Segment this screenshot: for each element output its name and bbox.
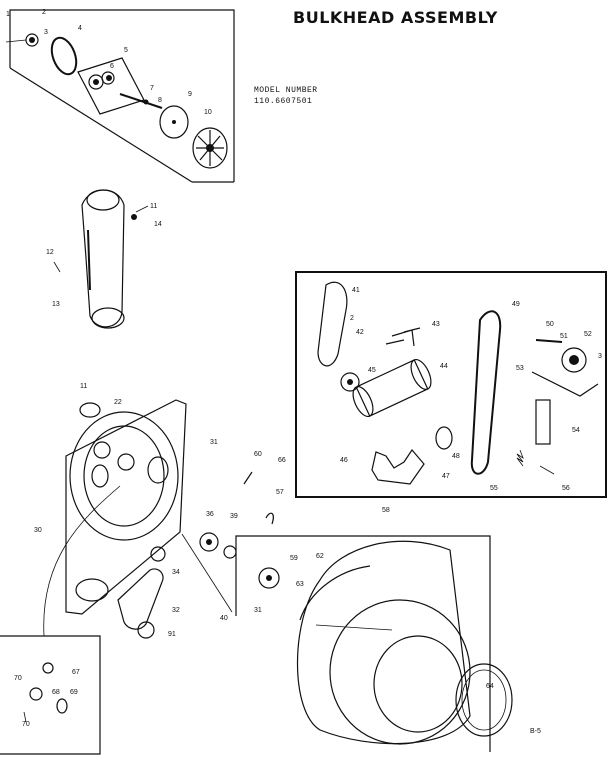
callout-3b: 3 <box>598 353 602 360</box>
callout-12: 12 <box>46 249 54 256</box>
callout-6: 6 <box>110 63 114 70</box>
callout-70a: 70 <box>14 675 22 682</box>
diagram-title: BULKHEAD ASSEMBLY <box>293 8 498 27</box>
callout-59: 59 <box>290 555 298 562</box>
callout-57: 57 <box>276 489 284 496</box>
callout-60: 60 <box>254 451 262 458</box>
callout-31b: 31 <box>254 607 262 614</box>
callout-3: 3 <box>44 29 48 36</box>
callout-31a: 31 <box>210 439 218 446</box>
wire-lead <box>43 485 121 637</box>
callout-4: 4 <box>78 25 82 32</box>
exhaust-duct <box>53 189 149 329</box>
callout-62: 62 <box>316 553 324 560</box>
front-bulkhead <box>65 399 187 639</box>
callout-56: 56 <box>562 485 570 492</box>
callout-7: 7 <box>150 85 154 92</box>
blower-parts <box>5 33 228 169</box>
callout-67: 67 <box>72 669 80 676</box>
callout-58: 58 <box>382 507 390 514</box>
drum-inset-panel <box>235 535 491 752</box>
callout-14: 14 <box>154 221 162 228</box>
callout-91: 91 <box>168 631 176 638</box>
callout-55: 55 <box>490 485 498 492</box>
callout-51: 51 <box>560 333 568 340</box>
callout-11b: 11 <box>80 383 87 390</box>
top-left-inset-panel <box>9 9 235 183</box>
callout-39: 39 <box>230 513 238 520</box>
callout-32: 32 <box>172 607 180 614</box>
callout-68: 68 <box>52 689 60 696</box>
motor-parts <box>317 281 599 485</box>
drum-assembly <box>181 471 513 745</box>
callout-1: 1 <box>6 11 10 18</box>
callout-9: 9 <box>188 91 192 98</box>
callout-5: 5 <box>124 47 128 54</box>
callout-70b: 70 <box>22 721 30 728</box>
callout-66: 66 <box>278 457 286 464</box>
callout-22: 22 <box>114 399 122 406</box>
callout-40: 40 <box>220 615 228 622</box>
callout-13: 13 <box>52 301 60 308</box>
callout-30: 30 <box>34 527 42 534</box>
callout-10: 10 <box>204 109 212 116</box>
callout-2b: 2 <box>350 315 354 322</box>
callout-47: 47 <box>442 473 450 480</box>
callout-49: 49 <box>512 301 520 308</box>
callout-44: 44 <box>440 363 448 370</box>
callout-64: 64 <box>486 683 494 690</box>
callout-45: 45 <box>368 367 376 374</box>
callout-layer: 1 2 3 4 5 6 7 8 9 10 11 14 12 13 41 42 2… <box>6 9 602 728</box>
callout-63: 63 <box>296 581 304 588</box>
footer-mark: B-5 <box>530 728 541 735</box>
callout-8: 8 <box>158 97 162 104</box>
callout-48: 48 <box>452 453 460 460</box>
callout-41: 41 <box>352 287 360 294</box>
callout-54: 54 <box>572 427 580 434</box>
callout-50: 50 <box>546 321 554 328</box>
callout-34: 34 <box>172 569 180 576</box>
callout-36: 36 <box>206 511 214 518</box>
bottom-left-inset-panel <box>0 635 101 755</box>
model-number-label: MODEL NUMBER <box>254 86 318 95</box>
callout-53: 53 <box>516 365 524 372</box>
callout-52: 52 <box>584 331 592 338</box>
callout-11: 11 <box>150 203 157 210</box>
model-number-value: 110.6607501 <box>254 97 313 106</box>
callout-42: 42 <box>356 329 364 336</box>
callout-46: 46 <box>340 457 348 464</box>
motor-inset-panel <box>295 271 607 498</box>
callout-2: 2 <box>42 9 46 16</box>
callout-43: 43 <box>432 321 440 328</box>
callout-69: 69 <box>70 689 78 696</box>
